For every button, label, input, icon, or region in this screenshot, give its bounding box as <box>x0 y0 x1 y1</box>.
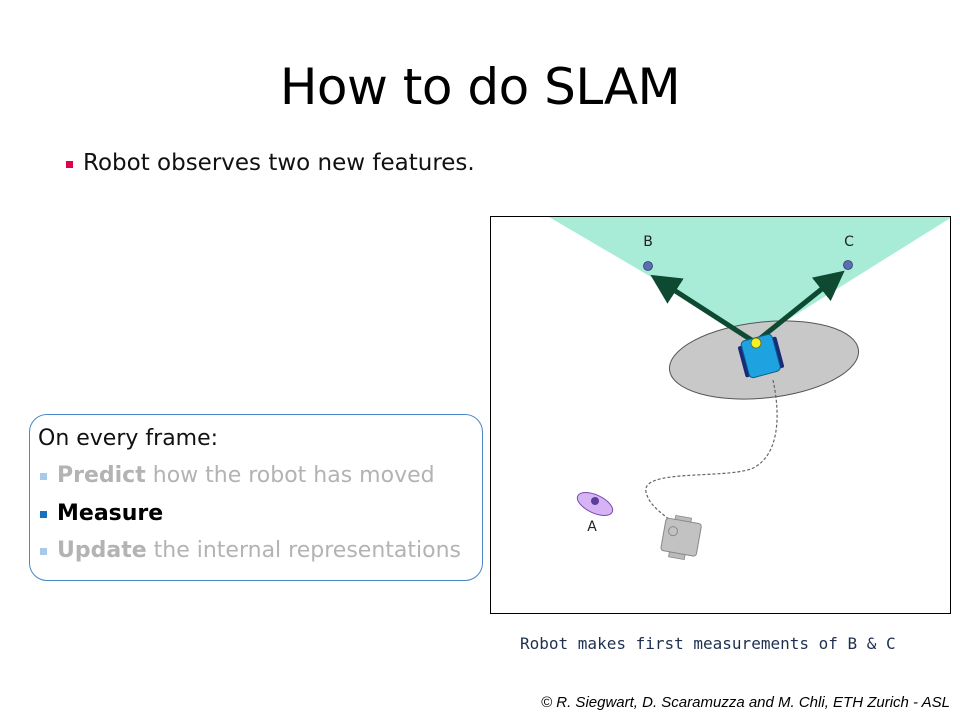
steps-heading: On every frame: <box>38 426 219 451</box>
landmark-c-point <box>843 260 853 270</box>
step-predict: Predict how the robot has moved <box>40 463 435 488</box>
step-bullet-marker <box>40 548 47 555</box>
landmark-a-point <box>591 497 599 505</box>
slam-figure: A B C <box>490 216 951 614</box>
slide-title: How to do SLAM <box>279 58 681 116</box>
step-keyword: Measure <box>57 501 164 526</box>
step-bullet-marker <box>40 511 47 518</box>
step-bullet-marker <box>40 473 47 480</box>
previous-robot-pose <box>660 514 702 561</box>
main-bullet: Robot observes two new features. <box>66 150 475 176</box>
main-bullet-text: Robot observes two new features. <box>83 150 475 176</box>
robot-sensor <box>750 337 762 349</box>
copyright-credit: © R. Siegwart, D. Scaramuzza and M. Chli… <box>541 694 950 711</box>
figure-caption: Robot makes first measurements of B & C <box>520 634 896 653</box>
step-text: the internal representations <box>153 538 461 563</box>
landmark-c-label: C <box>844 234 854 250</box>
measurement-arrow-c <box>755 270 845 343</box>
current-robot <box>737 333 785 379</box>
step-text: how the robot has moved <box>152 463 435 488</box>
slam-diagram: A B C <box>549 217 950 561</box>
robot-trajectory <box>645 379 778 536</box>
step-update: Update the internal representations <box>40 538 461 563</box>
measurement-arrow-b <box>650 274 755 344</box>
step-measure: Measure <box>40 501 170 526</box>
landmark-a-label: A <box>587 519 597 535</box>
step-keyword: Update <box>57 538 147 563</box>
landmark-b-label: B <box>643 234 653 250</box>
bullet-marker <box>66 160 73 168</box>
step-keyword: Predict <box>57 463 146 488</box>
field-of-view <box>549 217 950 339</box>
landmark-b-point <box>643 261 653 271</box>
steps-box <box>29 414 483 581</box>
